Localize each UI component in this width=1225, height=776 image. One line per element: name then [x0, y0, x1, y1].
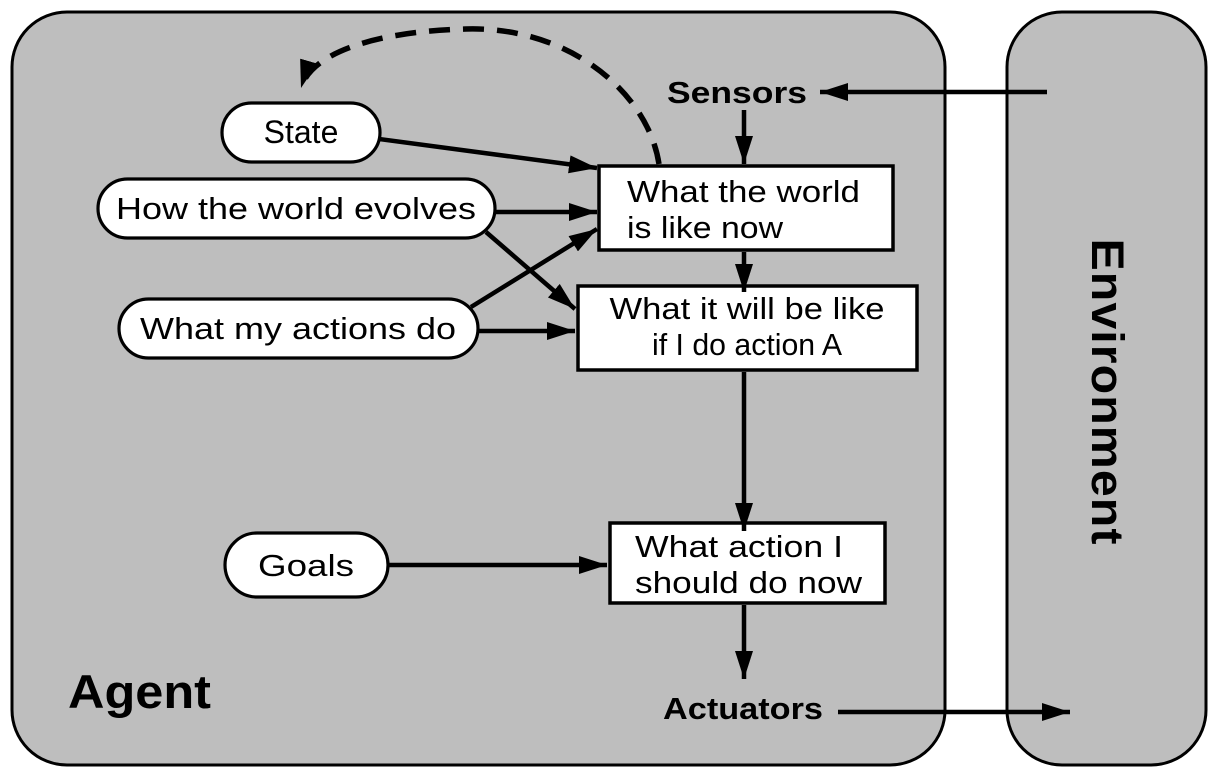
world-evolves-oval — [96, 177, 497, 240]
agent-panel — [10, 10, 947, 767]
actuators-label: Actuators — [663, 691, 823, 726]
actions-effect-oval — [117, 297, 480, 360]
goals-label: Goals — [258, 548, 354, 583]
dashed-arrow-world-now-to-state — [298, 26, 662, 165]
arrow-actions-effect-to-world-now — [469, 227, 599, 309]
prediction-line1: What it will be like — [610, 291, 885, 326]
decision-box — [608, 521, 887, 605]
world-now-line2: is like now — [627, 210, 784, 245]
sensors-label: Sensors — [667, 75, 807, 110]
environment-label: Environment — [1082, 239, 1133, 546]
world-now-box — [597, 164, 895, 252]
world-now-line1: What the world — [627, 174, 860, 209]
world-evolves-label: How the world evolves — [116, 191, 476, 226]
state-label: State — [264, 114, 339, 150]
agent-label: Agent — [68, 665, 211, 718]
prediction-line2: if I do action A — [652, 327, 842, 362]
decision-line2: should do now — [635, 565, 863, 600]
arrow-state-to-world-now — [378, 136, 598, 174]
state-oval — [220, 101, 382, 164]
decision-line1: What action I — [635, 529, 843, 564]
environment-panel — [1005, 10, 1208, 767]
actions-effect-label: What my actions do — [140, 311, 456, 346]
